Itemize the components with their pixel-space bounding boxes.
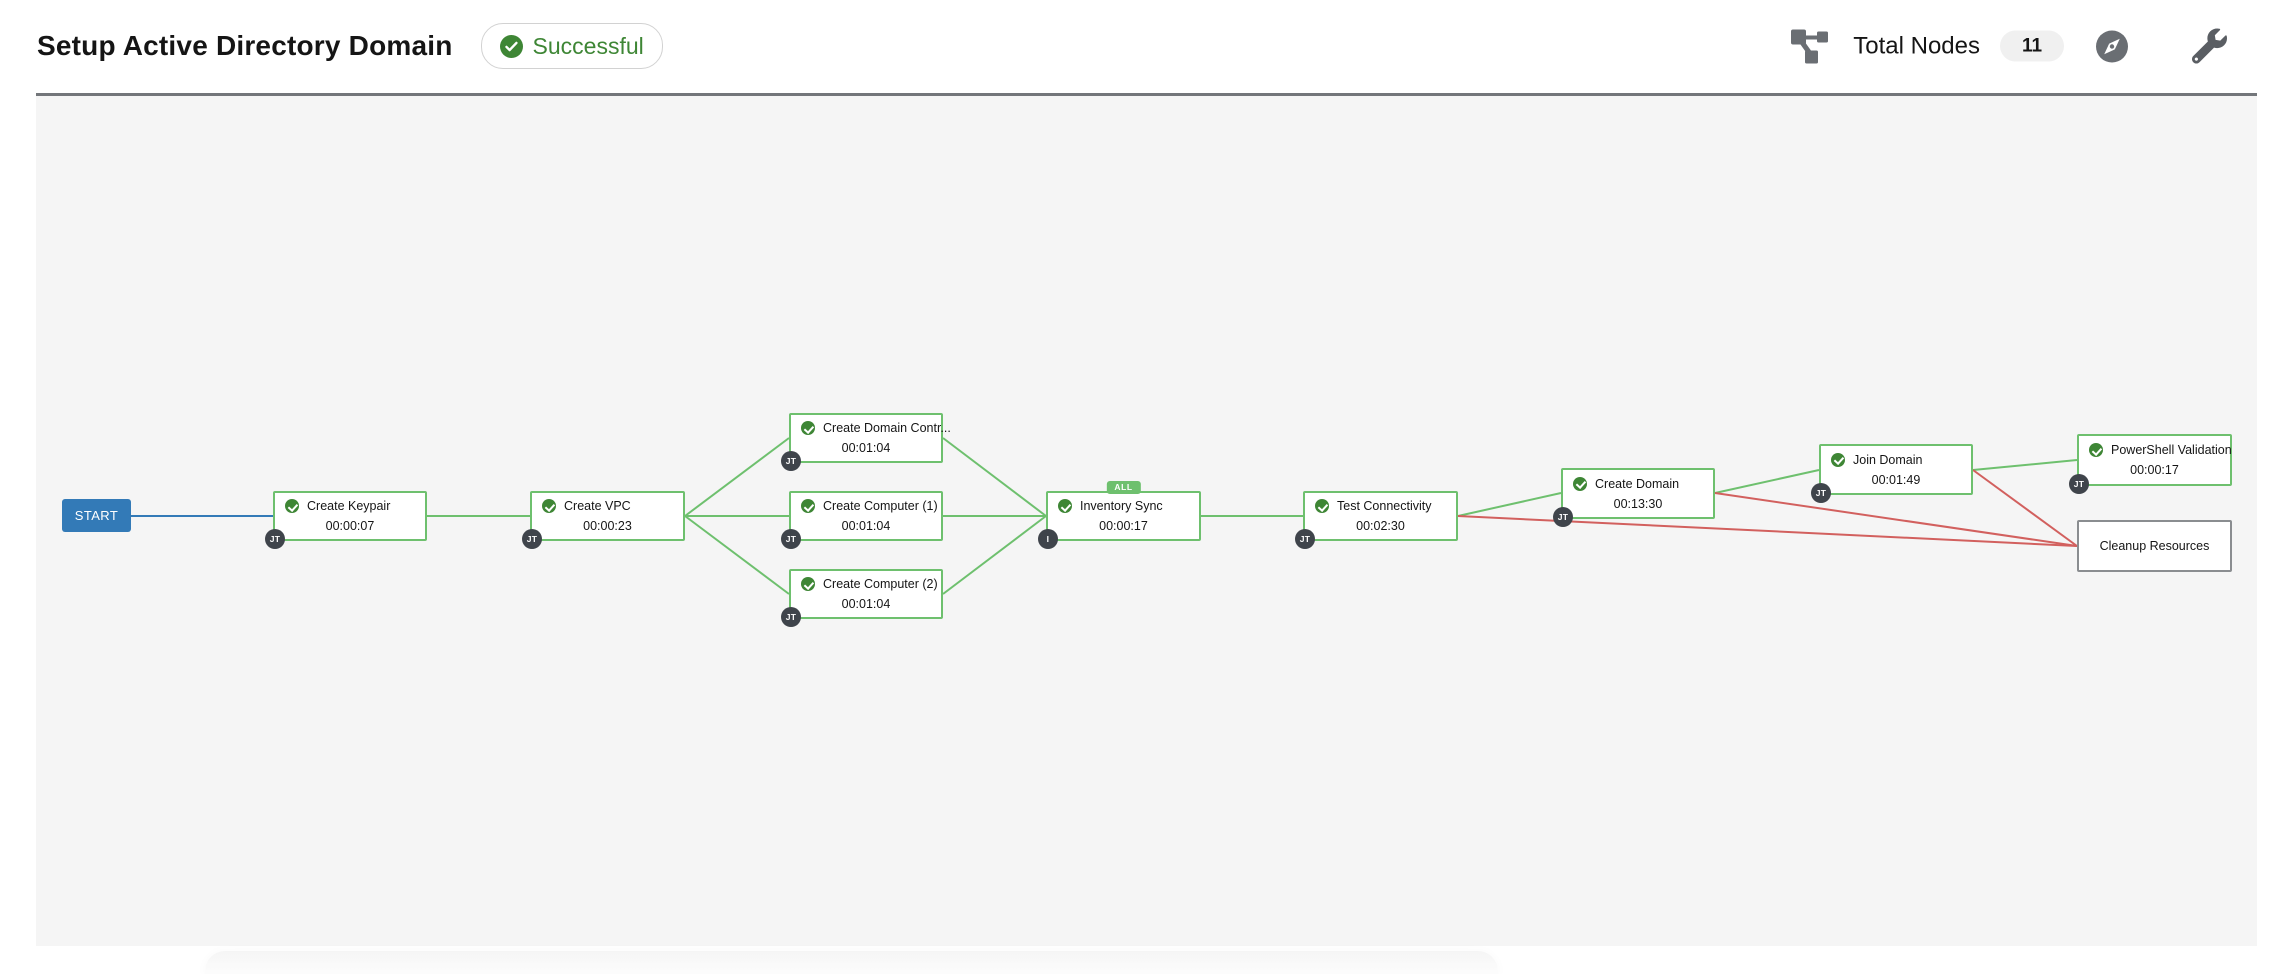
- node-type-badge: JT: [781, 607, 801, 627]
- workflow-edges-layer: [131, 437, 2078, 595]
- node-label: Create Domain Contr...: [791, 421, 951, 435]
- edge-create-domain-controller-to-inventory-sync[interactable]: [942, 437, 1047, 517]
- node-elapsed: 00:00:17: [2130, 463, 2179, 477]
- node-label: Create Computer (2): [791, 577, 941, 591]
- wrench-icon[interactable]: [2192, 28, 2227, 64]
- legend-panel-edge: [205, 951, 1498, 974]
- total-nodes-label: Total Nodes: [1853, 32, 1980, 59]
- node-label-text: Create Domain: [1595, 476, 1680, 491]
- node-type-badge: JT: [2069, 474, 2089, 494]
- node-elapsed: 00:00:07: [325, 519, 375, 533]
- node-label-text: Create Domain Contr...: [823, 421, 951, 435]
- node-label-text: Inventory Sync: [1080, 499, 1163, 513]
- edge-join-domain-to-cleanup-resources[interactable]: [1972, 469, 2078, 547]
- check-circle-icon: [285, 499, 299, 513]
- edge-create-domain-to-join-domain[interactable]: [1714, 469, 1820, 494]
- node-label: PowerShell Validation: [2079, 443, 2232, 457]
- node-label-text: Create Computer (1): [823, 499, 938, 513]
- node-elapsed: 00:01:04: [841, 441, 891, 455]
- edge-join-domain-to-powershell-validation[interactable]: [1972, 459, 2078, 471]
- node-type-badge: JT: [522, 529, 542, 549]
- node-label-text: Create VPC: [564, 499, 631, 513]
- compass-icon[interactable]: [2096, 30, 2128, 62]
- node-label-text: Cleanup Resources: [2099, 539, 2210, 553]
- node-elapsed: 00:13:30: [1613, 496, 1663, 511]
- node-elapsed: 00:00:23: [583, 519, 632, 533]
- header-toolbar: Total Nodes 11: [1791, 28, 2227, 64]
- node-label: Create VPC: [532, 499, 683, 513]
- node-elapsed: 00:01:49: [1871, 472, 1921, 487]
- edge-create-vpc-to-create-computer-2[interactable]: [684, 515, 790, 595]
- edge-create-domain-to-cleanup-resources[interactable]: [1714, 492, 2078, 547]
- node-label-text: Join Domain: [1853, 452, 1923, 467]
- node-label: Create Domain: [1563, 476, 1713, 491]
- node-type-badge: JT: [1811, 483, 1831, 503]
- node-label-text: Test Connectivity: [1337, 499, 1432, 513]
- header-title-group: Setup Active Directory Domain Successful: [37, 23, 663, 69]
- node-type-badge: JT: [1553, 507, 1573, 527]
- page-title: Setup Active Directory Domain: [37, 30, 453, 61]
- node-type-badge: I: [1038, 529, 1058, 549]
- node-elapsed: 00:00:17: [1099, 519, 1148, 533]
- status-badge: Successful: [480, 23, 663, 69]
- node-elapsed: 00:02:30: [1356, 519, 1405, 533]
- node-label-text: Create Computer (2): [823, 577, 938, 591]
- status-badge-label: Successful: [532, 32, 644, 59]
- sitemap-icon[interactable]: [1791, 29, 1829, 63]
- check-circle-icon: [1573, 476, 1587, 491]
- node-type-badge: JT: [781, 529, 801, 549]
- check-circle-icon: [1315, 499, 1329, 513]
- edge-create-vpc-to-create-domain-controller[interactable]: [684, 437, 790, 517]
- node-label-text: PowerShell Validation: [2111, 443, 2232, 457]
- edge-test-connectivity-to-cleanup-resources[interactable]: [1457, 515, 2078, 547]
- check-circle-icon: [801, 421, 815, 435]
- node-label: Create Keypair: [275, 499, 425, 513]
- page-header: Setup Active Directory Domain Successful…: [0, 0, 2290, 93]
- node-type-badge: JT: [265, 529, 285, 549]
- check-circle-icon: [801, 499, 815, 513]
- workflow-node-start[interactable]: START: [62, 499, 131, 532]
- check-circle-icon: [2089, 443, 2103, 457]
- node-label: Join Domain: [1821, 452, 1971, 467]
- node-label: Inventory Sync: [1048, 499, 1199, 513]
- check-circle-icon: [499, 34, 523, 58]
- node-label-text: Create Keypair: [307, 499, 391, 513]
- node-elapsed: 00:01:04: [841, 597, 891, 611]
- node-type-badge: JT: [1295, 529, 1315, 549]
- check-circle-icon: [1058, 499, 1072, 513]
- workflow-node-cleanup-resources[interactable]: Cleanup Resources: [2077, 520, 2232, 572]
- check-circle-icon: [1831, 452, 1845, 467]
- node-elapsed: 00:01:04: [841, 519, 891, 533]
- total-nodes-count: 11: [2000, 30, 2064, 62]
- check-circle-icon: [801, 577, 815, 591]
- check-circle-icon: [542, 499, 556, 513]
- edge-create-computer-2-to-inventory-sync[interactable]: [942, 515, 1047, 595]
- node-all-badge: ALL: [1106, 481, 1141, 494]
- node-type-badge: JT: [781, 451, 801, 471]
- node-label: Create Computer (1): [791, 499, 941, 513]
- edge-test-connectivity-to-create-domain[interactable]: [1457, 492, 1562, 517]
- node-label: Cleanup Resources: [2079, 539, 2230, 553]
- node-label: Test Connectivity: [1305, 499, 1456, 513]
